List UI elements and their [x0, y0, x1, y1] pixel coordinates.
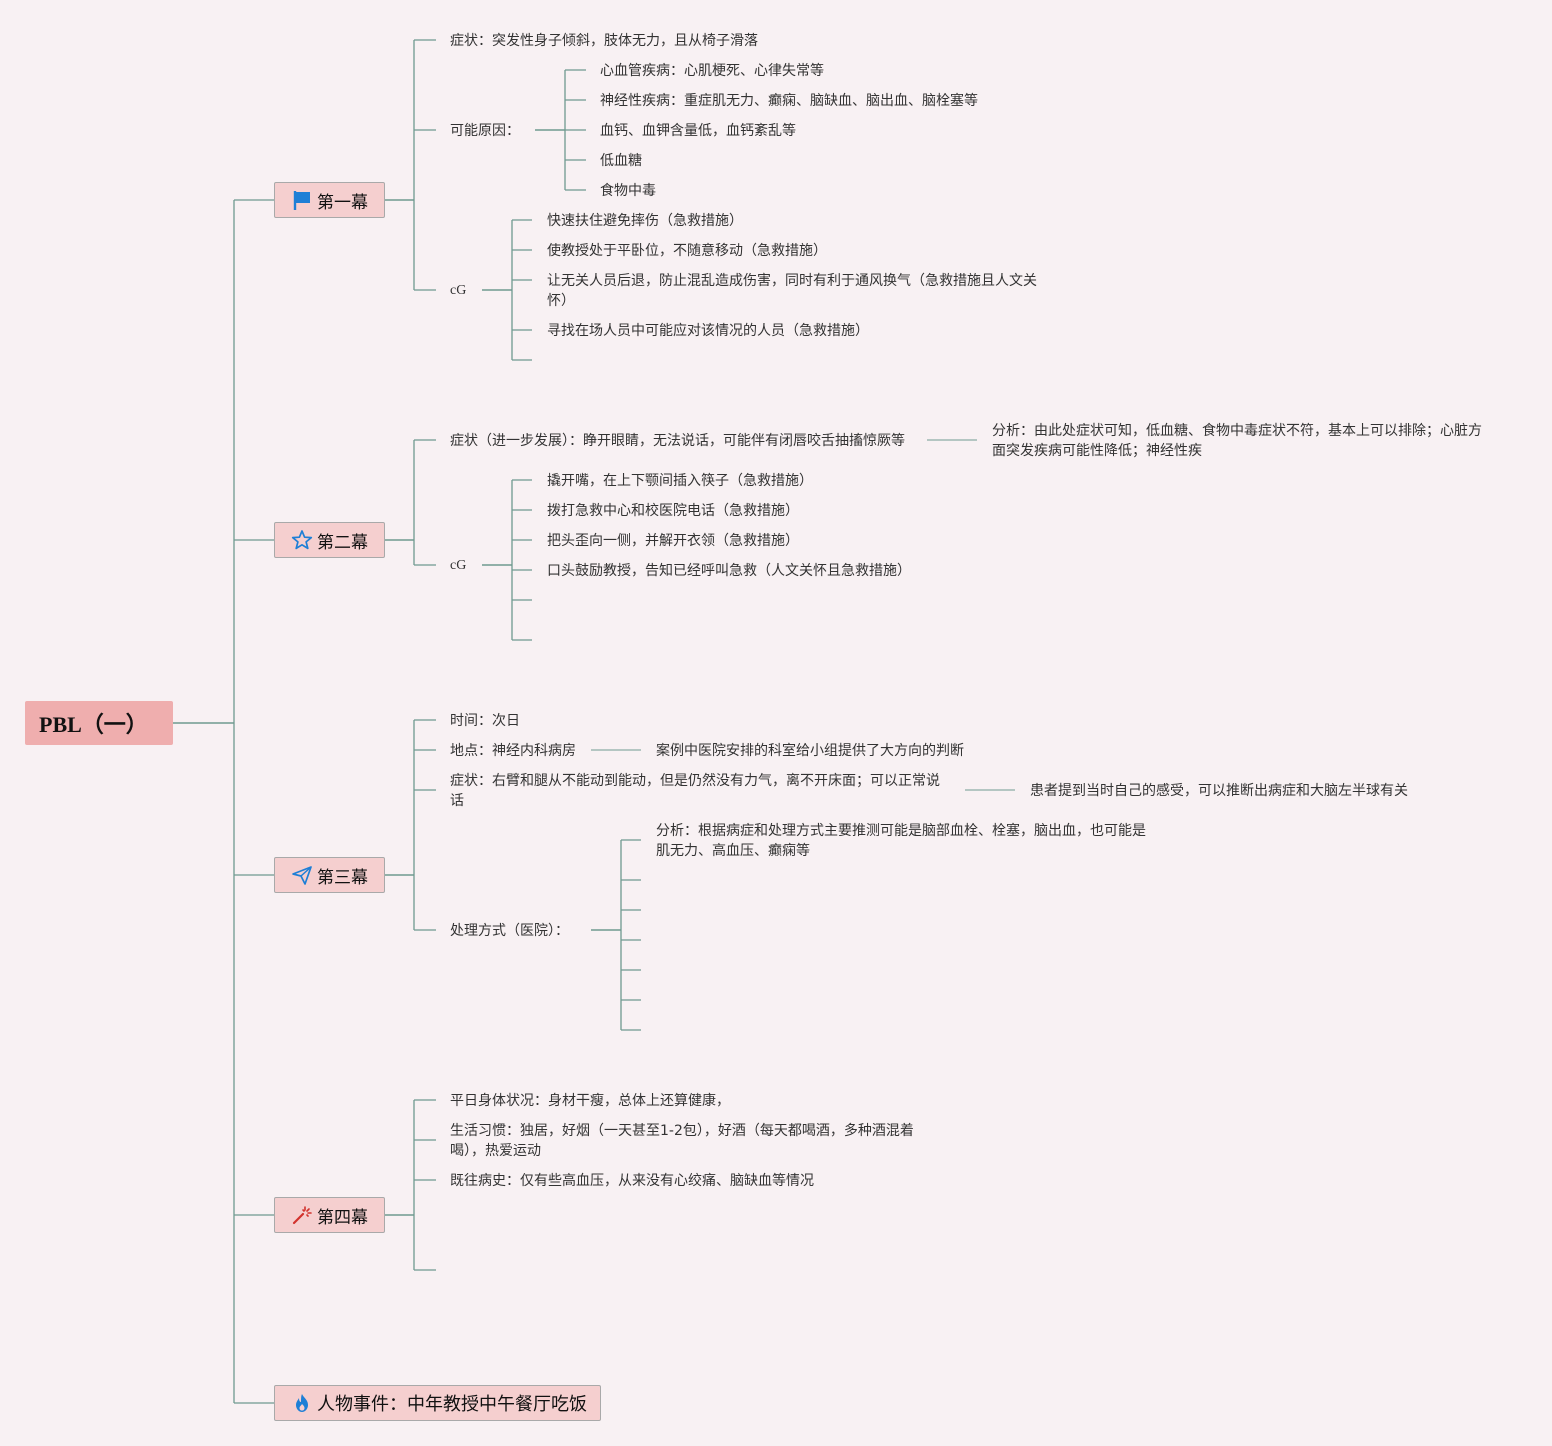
- act3-analysis[interactable]: 分析：根据病症和处理方式主要推测可能是脑部血栓、栓塞，脑出血，也可能是肌无力、高…: [656, 823, 1146, 859]
- act3-place-note[interactable]: 案例中医院安排的科室给小组提供了大方向的判断: [656, 743, 964, 759]
- act4-history[interactable]: 既往病史：仅有些高血压，从来没有心绞痛、脑缺血等情况: [450, 1173, 814, 1189]
- act-4-label: 第四幕: [317, 1207, 368, 1228]
- act-1-node[interactable]: 第一幕: [274, 182, 385, 218]
- act1-cause-item[interactable]: 食物中毒: [600, 183, 656, 199]
- act1-cg-item[interactable]: 快速扶住避免摔伤（急救措施）: [547, 213, 743, 229]
- star-icon: [291, 529, 313, 551]
- paper-plane-icon: [291, 864, 313, 886]
- act2-cg-label[interactable]: cG: [450, 558, 467, 573]
- act-3-label: 第三幕: [317, 867, 368, 888]
- act3-symptom[interactable]: 症状：右臂和腿从不能动到能动，但是仍然没有力气，离不开床面；可以正常说话: [450, 773, 940, 809]
- act2-cg-item[interactable]: 撬开嘴，在上下颚间插入筷子（急救措施）: [547, 473, 813, 489]
- act4-habits[interactable]: 生活习惯：独居，好烟（一天甚至1-2包），好酒（每天都喝酒，多种酒混着喝），热爱…: [450, 1123, 914, 1159]
- act1-cg-item[interactable]: 寻找在场人员中可能应对该情况的人员（急救措施）: [547, 323, 869, 339]
- act1-symptom[interactable]: 症状：突发性身子倾斜，肢体无力，且从椅子滑落: [450, 33, 758, 49]
- act1-cause-item[interactable]: 血钙、血钾含量低，血钙紊乱等: [600, 123, 796, 139]
- act1-cg-label[interactable]: cG: [450, 283, 467, 298]
- act2-cg-item[interactable]: 拨打急救中心和校医院电话（急救措施）: [547, 503, 799, 519]
- act2-symptom[interactable]: 症状（进一步发展）：睁开眼睛，无法说话，可能伴有闭唇咬舌抽搐惊厥等: [450, 433, 905, 449]
- act1-cg-item[interactable]: 让无关人员后退，防止混乱造成伤害，同时有利于通风换气（急救措施且人文关怀）: [547, 273, 1037, 309]
- act-2-node[interactable]: 第二幕: [274, 522, 385, 558]
- act-1-label: 第一幕: [317, 192, 368, 213]
- act1-cg-item[interactable]: 使教授处于平卧位，不随意移动（急救措施）: [547, 243, 827, 259]
- act3-place[interactable]: 地点：神经内科病房: [450, 743, 576, 759]
- flame-icon: [291, 1392, 313, 1414]
- act-3-node[interactable]: 第三幕: [274, 857, 385, 893]
- act3-symptom-note[interactable]: 患者提到当时自己的感受，可以推断出病症和大脑左半球有关: [1030, 783, 1408, 799]
- act2-analysis[interactable]: 分析：由此处症状可知，低血糖、食物中毒症状不符，基本上可以排除；心脏方面突发疾病…: [992, 423, 1482, 459]
- act-4-node[interactable]: 第四幕: [274, 1197, 385, 1233]
- act4-health[interactable]: 平日身体状况：身材干瘦，总体上还算健康，: [450, 1093, 730, 1109]
- act1-cause-item[interactable]: 低血糖: [600, 153, 642, 169]
- act1-causes-label[interactable]: 可能原因：: [450, 123, 520, 139]
- act1-cause-item[interactable]: 心血管疾病：心肌梗死、心律失常等: [600, 63, 824, 79]
- magic-wand-icon: [291, 1204, 313, 1226]
- flag-icon: [291, 189, 313, 211]
- act2-cg-item[interactable]: 口头鼓励教授，告知已经呼叫急救（人文关怀且急救措施）: [547, 563, 911, 579]
- root-node[interactable]: PBL（一）: [25, 701, 173, 745]
- act2-cg-item[interactable]: 把头歪向一侧，并解开衣领（急救措施）: [547, 533, 799, 549]
- event-node[interactable]: 人物事件：中年教授中午餐厅吃饭: [274, 1385, 601, 1421]
- act3-treatment-label[interactable]: 处理方式（医院）：: [450, 923, 569, 939]
- act3-time[interactable]: 时间：次日: [450, 713, 520, 729]
- event-label: 人物事件：中年教授中午餐厅吃饭: [317, 1394, 587, 1415]
- act-2-label: 第二幕: [317, 532, 368, 553]
- act1-cause-item[interactable]: 神经性疾病：重症肌无力、癫痫、脑缺血、脑出血、脑栓塞等: [600, 93, 978, 109]
